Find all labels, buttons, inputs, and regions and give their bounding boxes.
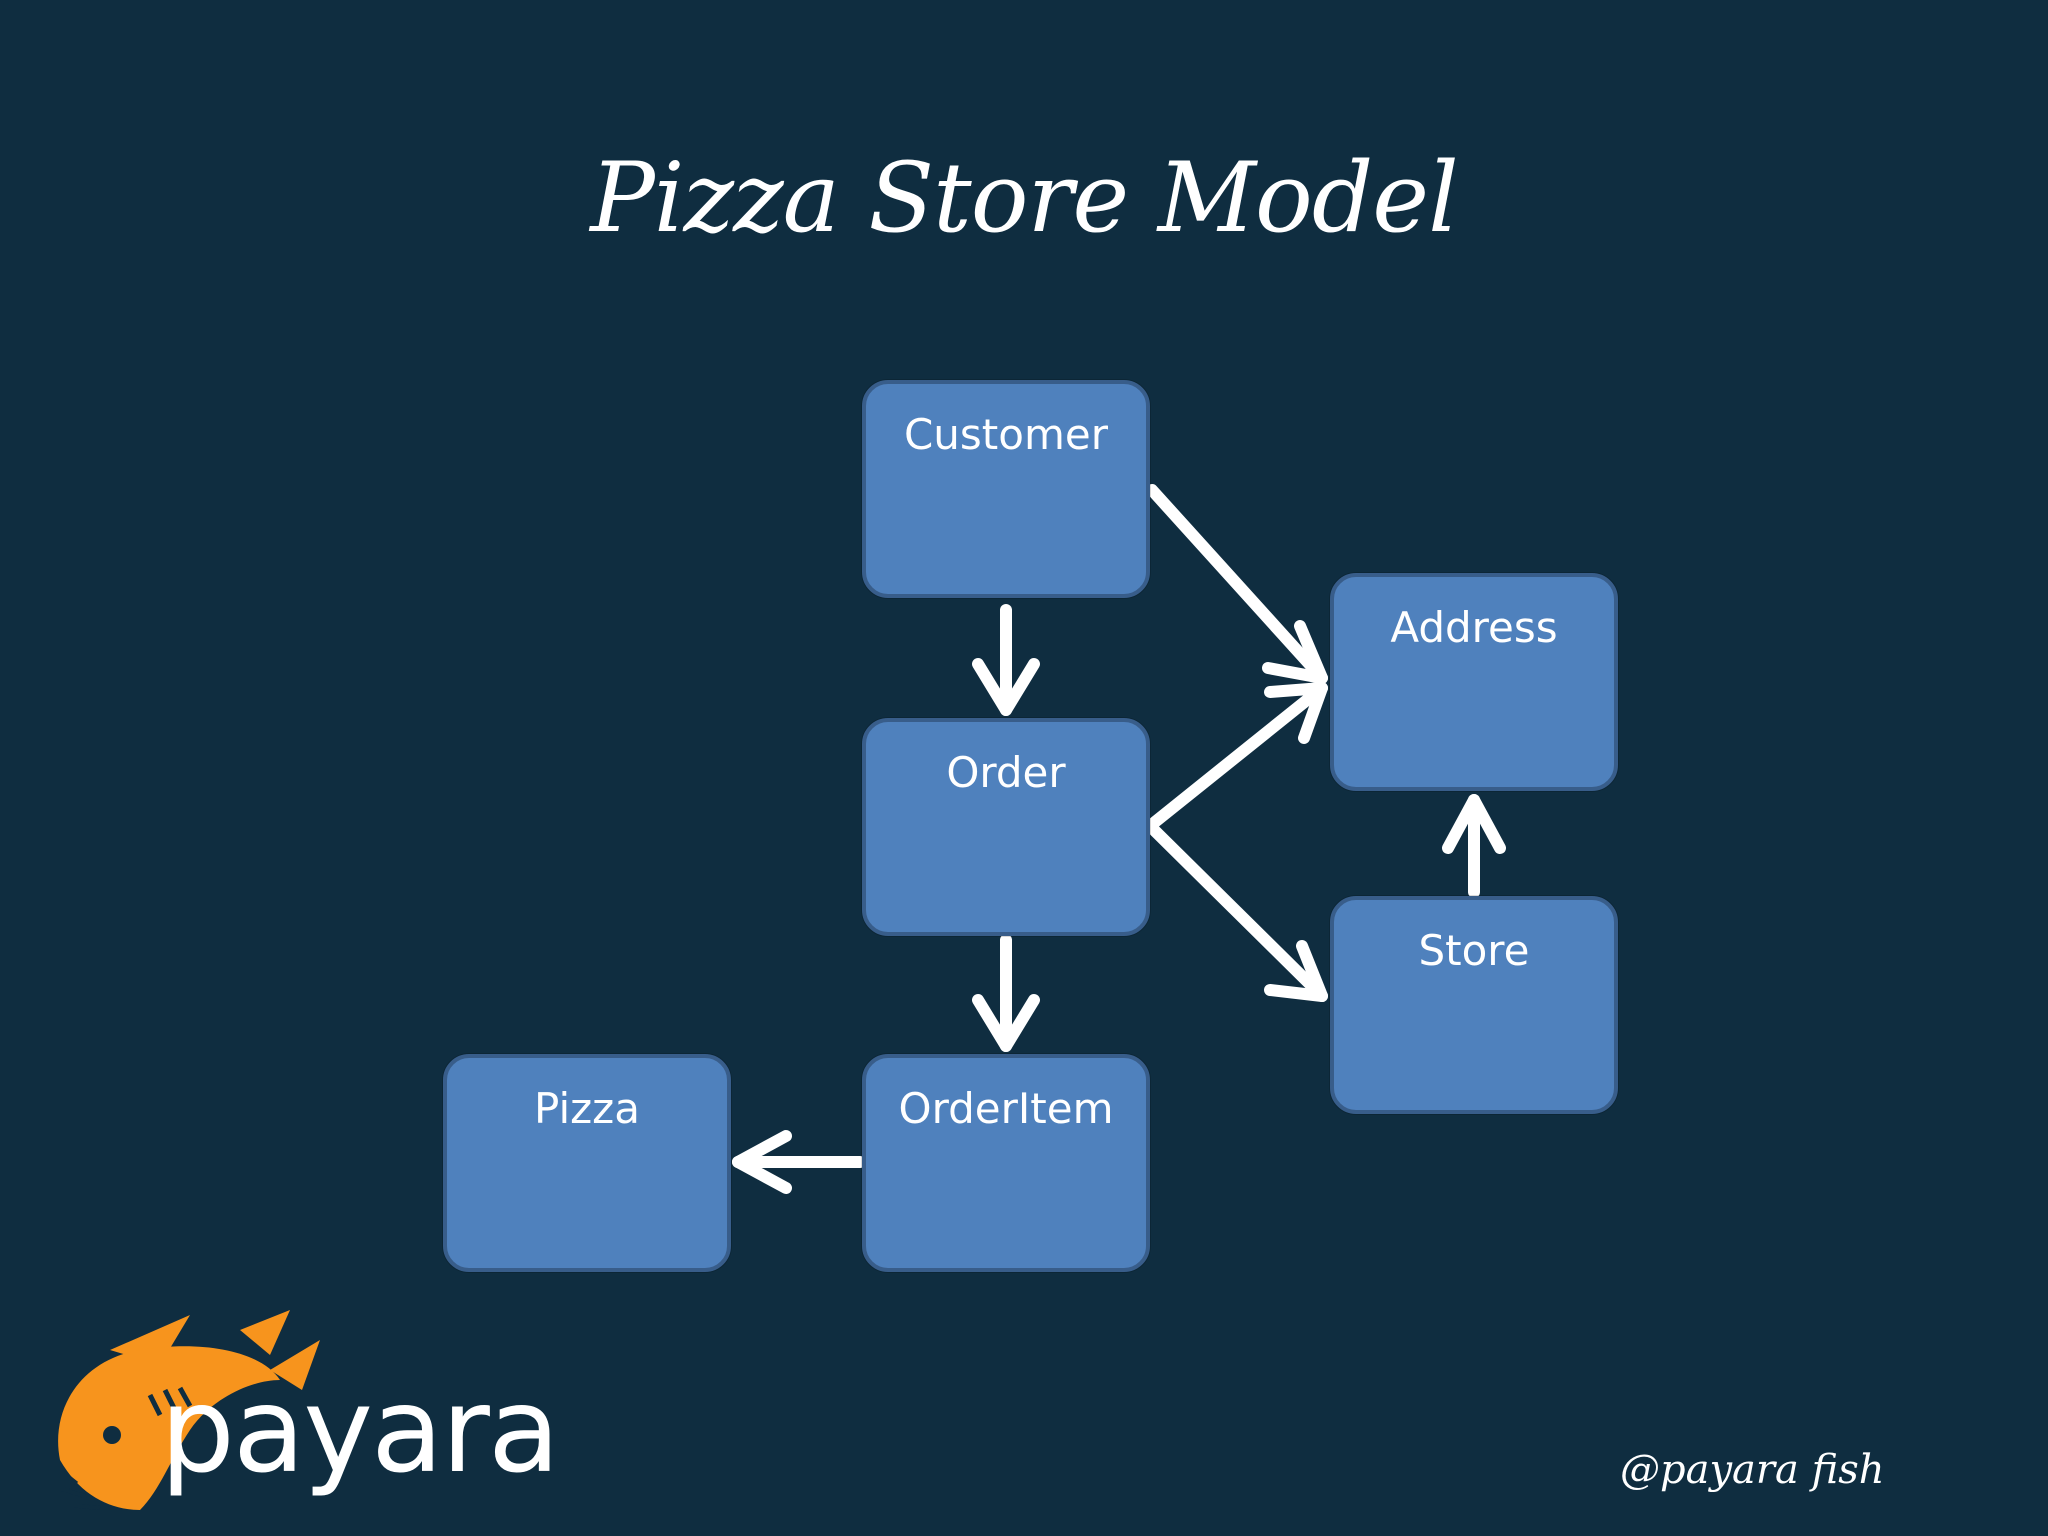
edge-orderitem-pizza	[732, 1130, 866, 1194]
logo-wordmark: payara	[160, 1361, 560, 1499]
node-label-order: Order	[946, 748, 1066, 797]
edge-order-store	[1144, 820, 1328, 1002]
node-order: Order	[862, 718, 1150, 936]
edge-order-orderitem	[972, 934, 1040, 1052]
edge-customer-order	[972, 604, 1040, 716]
node-label-address: Address	[1390, 603, 1558, 652]
node-label-customer: Customer	[903, 410, 1108, 459]
twitter-handle: @payara fish	[1620, 1447, 1885, 1493]
node-orderitem: OrderItem	[862, 1054, 1150, 1272]
slide-title: Pizza Store Model	[590, 142, 1459, 254]
node-customer: Customer	[862, 380, 1150, 598]
node-pizza: Pizza	[443, 1054, 731, 1272]
edge-customer-address	[1146, 484, 1328, 684]
payara-fish-logo-icon	[58, 1310, 320, 1510]
node-label-orderitem: OrderItem	[898, 1084, 1114, 1133]
node-address: Address	[1330, 573, 1618, 791]
node-label-store: Store	[1418, 926, 1530, 975]
edge-store-address	[1442, 794, 1506, 898]
edge-order-address	[1144, 682, 1328, 832]
node-label-pizza: Pizza	[534, 1084, 640, 1133]
node-store: Store	[1330, 896, 1618, 1114]
